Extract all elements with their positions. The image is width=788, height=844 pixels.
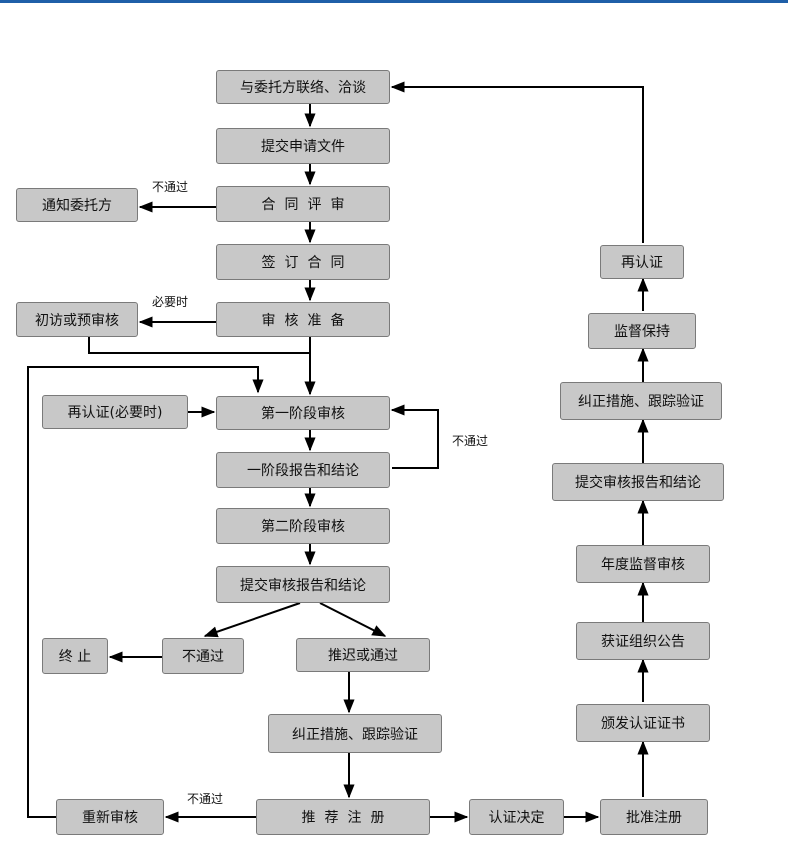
node-corrective-right-label: 纠正措施、跟踪验证 (578, 394, 704, 410)
node-not-passed: 不通过 (162, 638, 244, 674)
node-announce-org-label: 获证组织公告 (601, 634, 685, 650)
node-notify-client: 通知委托方 (16, 188, 138, 222)
node-not-passed-label: 不通过 (182, 649, 224, 665)
node-recertification: 再认证 (600, 245, 684, 279)
node-surveillance-maintain-label: 监督保持 (614, 324, 670, 340)
node-corrective-left-label: 纠正措施、跟踪验证 (292, 726, 418, 743)
node-stage1-report-label: 一阶段报告和结论 (247, 463, 359, 479)
node-approve-register-label: 批准注册 (626, 810, 682, 826)
node-audit-prep: 审核准备 (216, 302, 390, 337)
node-initial-visit: 初访或预审核 (16, 302, 138, 337)
node-corrective-right: 纠正措施、跟踪验证 (560, 382, 722, 420)
node-re-audit-label: 重新审核 (82, 810, 138, 826)
node-recert-if-needed: 再认证(必要时) (42, 395, 188, 429)
node-surveillance-maintain: 监督保持 (588, 313, 696, 349)
node-annual-surveillance-label: 年度监督审核 (601, 557, 685, 573)
node-annual-surveillance: 年度监督审核 (576, 545, 710, 583)
node-recommend-register-label: 推荐注册 (301, 810, 394, 826)
edge-reaudit-loop (27, 366, 264, 818)
edge-submit-to-notpass (203, 602, 301, 638)
node-cert-decision-label: 认证决定 (488, 810, 545, 826)
node-corrective-left: 纠正措施、跟踪验证 (268, 714, 442, 753)
node-submit-report-right: 提交审核报告和结论 (552, 463, 724, 501)
edge-initial-merge (88, 337, 310, 354)
top-accent-bar (0, 0, 788, 3)
node-submit-report-right-label: 提交审核报告和结论 (575, 475, 701, 491)
node-recommend-register: 推荐注册 (256, 799, 430, 835)
node-sign-contract: 签订合同 (216, 244, 390, 280)
node-sign-contract-label: 签订合同 (261, 255, 354, 271)
node-terminate: 终 止 (42, 638, 108, 674)
node-cert-decision: 认证决定 (469, 799, 564, 835)
node-deferred-or-passed: 推迟或通过 (296, 638, 430, 672)
node-submit-report-left: 提交审核报告和结论 (216, 566, 390, 603)
node-submit-application: 提交申请文件 (216, 128, 390, 164)
label-when-necessary: 必要时 (152, 295, 189, 309)
node-contact-client-label: 与委托方联络、洽谈 (240, 80, 366, 96)
node-submit-application-label: 提交申请文件 (261, 139, 345, 155)
node-stage1-audit-label: 第一阶段审核 (261, 406, 345, 422)
node-issue-certificate-label: 颁发认证证书 (601, 716, 685, 732)
node-recert-if-needed-label: 再认证(必要时) (67, 405, 163, 421)
node-initial-visit-label: 初访或预审核 (35, 312, 119, 329)
node-stage2-audit-label: 第二阶段审核 (261, 519, 345, 535)
node-contract-review: 合同评审 (216, 186, 390, 222)
node-audit-prep-label: 审核准备 (261, 312, 354, 329)
edge-stage1-loop (390, 404, 439, 469)
node-deferred-or-passed-label: 推迟或通过 (328, 648, 398, 664)
node-terminate-label: 终 止 (58, 649, 92, 665)
node-approve-register: 批准注册 (600, 799, 708, 835)
node-issue-certificate: 颁发认证证书 (576, 704, 710, 742)
label-not-passed-recommend: 不通过 (187, 792, 224, 806)
node-submit-report-left-label: 提交审核报告和结论 (240, 577, 366, 594)
node-announce-org: 获证组织公告 (576, 622, 710, 660)
node-notify-client-label: 通知委托方 (42, 198, 112, 214)
node-contract-review-label: 合同评审 (261, 197, 354, 213)
node-recertification-label: 再认证 (621, 255, 663, 271)
node-stage1-audit: 第一阶段审核 (216, 396, 390, 430)
label-not-passed-contract: 不通过 (152, 180, 189, 194)
node-stage2-audit: 第二阶段审核 (216, 508, 390, 544)
edge-submit-to-defer (319, 602, 387, 637)
node-stage1-report: 一阶段报告和结论 (216, 452, 390, 488)
label-not-passed-stage1: 不通过 (452, 434, 489, 448)
node-contact-client: 与委托方联络、洽谈 (216, 70, 390, 104)
edge-recert-to-contact (390, 81, 644, 243)
node-re-audit: 重新审核 (56, 799, 164, 835)
